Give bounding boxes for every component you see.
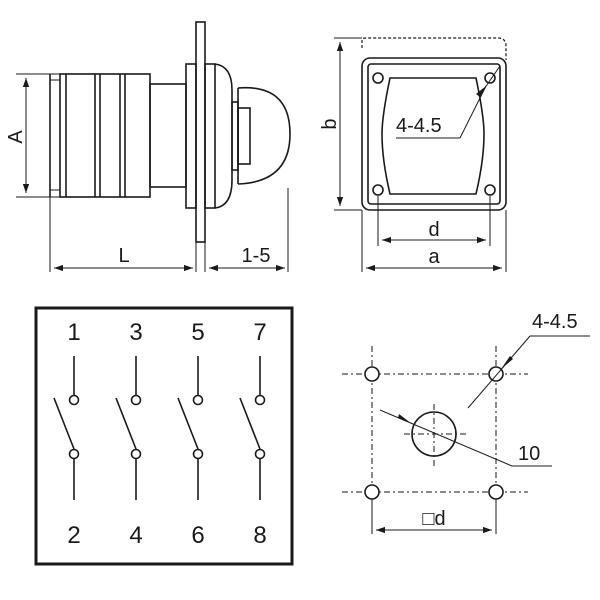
cutout-hole — [488, 366, 504, 382]
mount-hole — [372, 184, 384, 196]
cutout-hole — [364, 366, 380, 382]
callout-holes-label-2: 4-4.5 — [532, 311, 578, 333]
contact-blade-3 — [177, 397, 199, 450]
terminal-label-7: 7 — [253, 319, 266, 346]
contact-blade-1 — [53, 397, 75, 450]
contact-terminal-top-1 — [68, 394, 80, 406]
dim-label-d: d — [428, 219, 439, 241]
contact-terminal-top-2 — [130, 394, 142, 406]
front-outline-dotted — [361, 37, 507, 60]
schematic-frame — [34, 306, 294, 566]
front-view: b 4-4.5 d a — [319, 37, 507, 272]
switch-body — [49, 73, 187, 198]
dim-label-L: L — [118, 245, 129, 267]
dim-label-a: a — [428, 246, 440, 268]
center-opening — [411, 411, 457, 457]
knob — [231, 86, 291, 185]
terminal-label-8: 8 — [253, 522, 266, 549]
terminal-label-2: 2 — [67, 522, 80, 549]
cutout-hole — [364, 484, 380, 500]
contact-blade-4 — [239, 397, 261, 450]
panel-cutout: 4-4.5 10 □d — [342, 311, 590, 534]
contact-terminal-bottom-2 — [130, 448, 142, 460]
contact-terminal-bottom-3 — [192, 448, 204, 460]
callout-leader-holes-2 — [467, 335, 531, 409]
contact-terminal-top-3 — [192, 394, 204, 406]
terminal-label-3: 3 — [129, 319, 142, 346]
dim-label-A: A — [5, 130, 27, 144]
mount-hole — [484, 184, 496, 196]
cutout-hole — [488, 484, 504, 500]
switch-schematic: 1 3 5 7 2 4 6 8 — [34, 306, 294, 566]
terminal-label-5: 5 — [191, 319, 204, 346]
contact-terminal-top-4 — [254, 394, 266, 406]
dim-label-panel: 1-5 — [242, 245, 271, 267]
dim-label-b: b — [319, 118, 341, 129]
dim-label-square-d: □d — [422, 508, 445, 530]
front-plate — [361, 57, 507, 211]
contact-blade-2 — [115, 397, 137, 450]
terminal-label-6: 6 — [191, 522, 204, 549]
contact-terminal-bottom-4 — [254, 448, 266, 460]
mount-hole — [484, 72, 496, 84]
mount-hole — [372, 72, 384, 84]
terminal-label-4: 4 — [129, 522, 142, 549]
callout-leader-holes — [459, 85, 487, 139]
callout-holes-label: 4-4.5 — [396, 115, 442, 137]
contact-terminal-bottom-1 — [68, 448, 80, 460]
side-view: A — [5, 21, 291, 272]
mounting-panel — [185, 21, 233, 243]
callout-center-label: 10 — [518, 443, 540, 465]
terminal-label-1: 1 — [67, 319, 80, 346]
